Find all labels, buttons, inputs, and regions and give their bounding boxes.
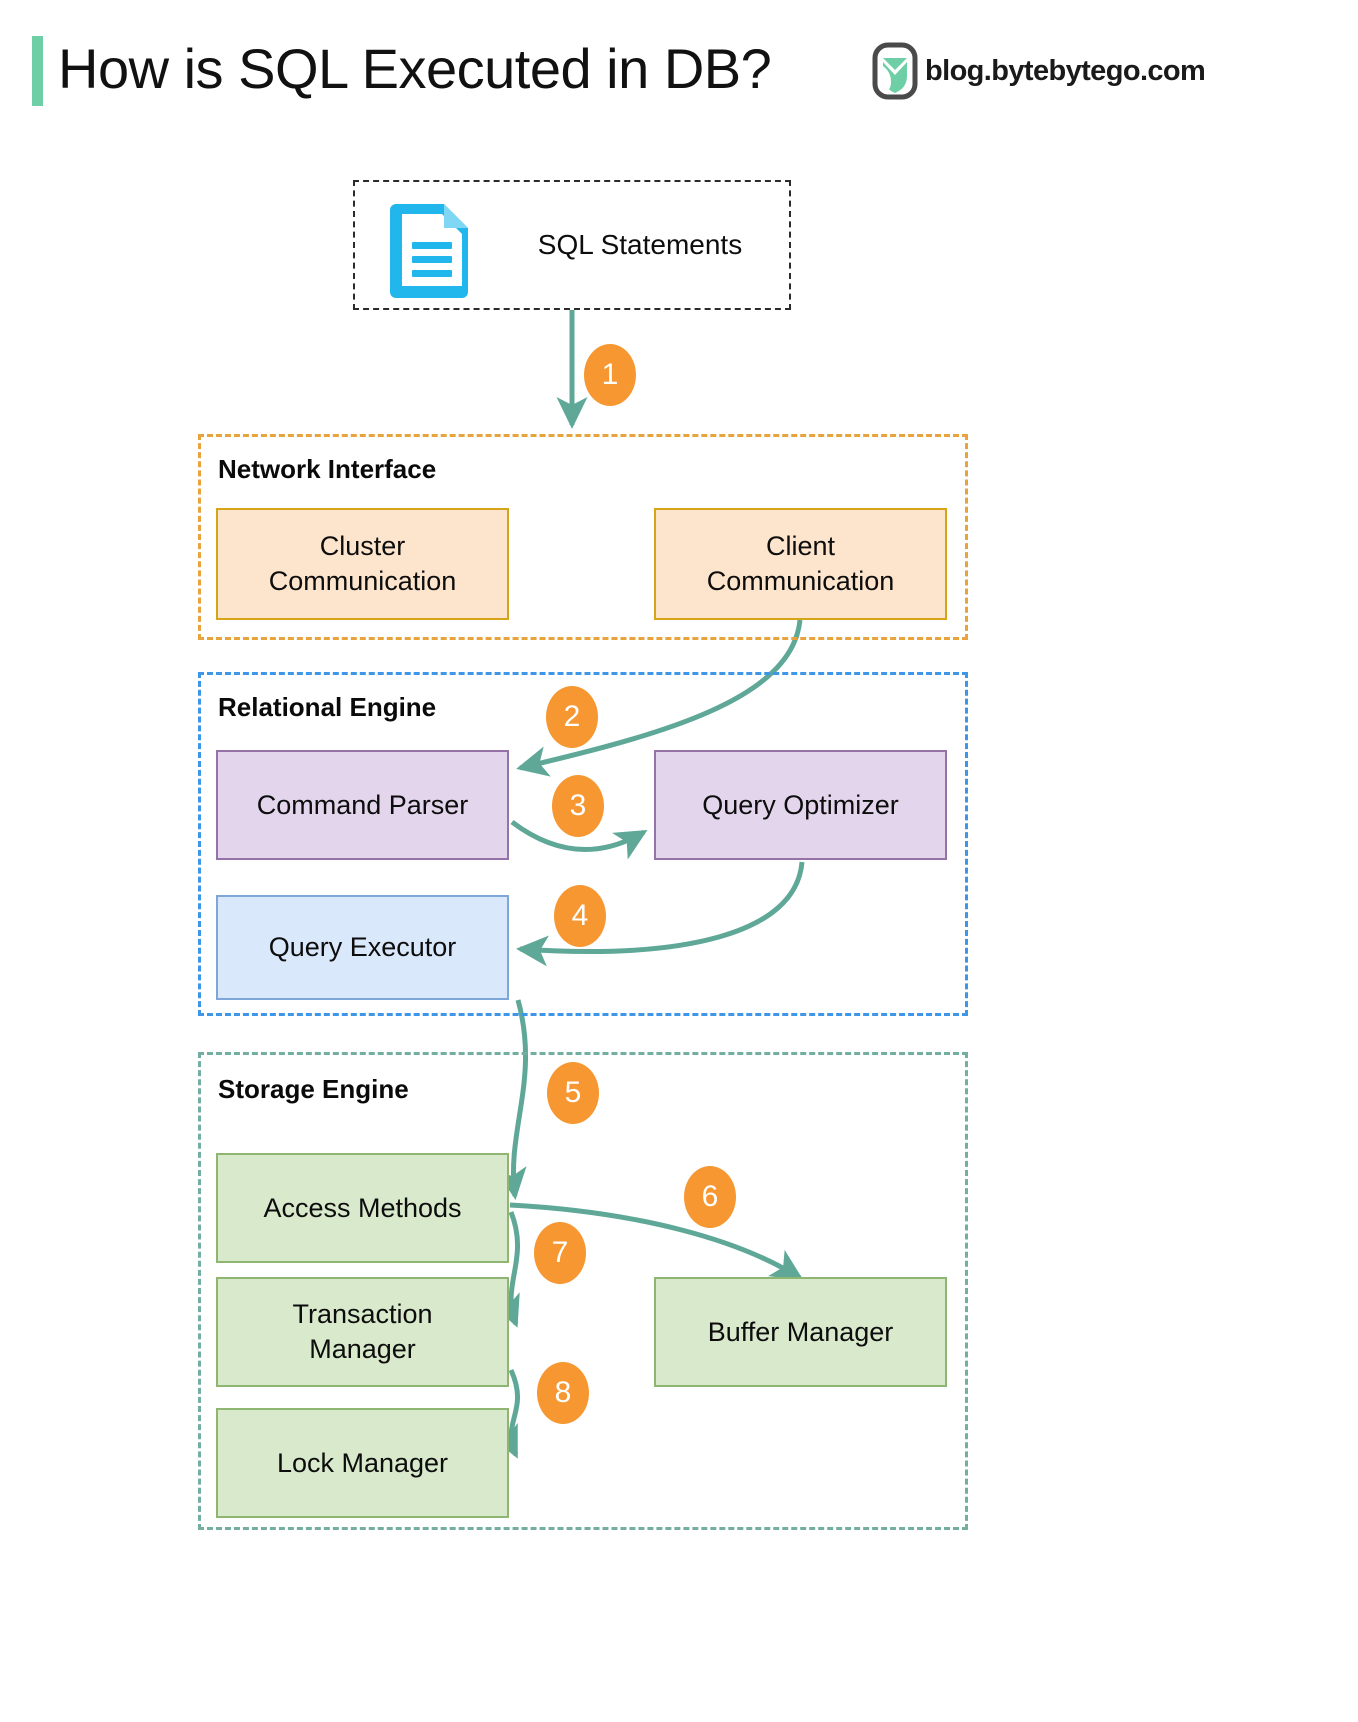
brand-text: blog.bytebytego.com [925, 54, 1206, 87]
sql-statements-label: SQL Statements [537, 229, 743, 260]
step-badge-5: 5 [547, 1062, 599, 1124]
node-lock-manager[interactable]: Lock Manager [216, 1408, 509, 1518]
node-query-optimizer[interactable]: Query Optimizer [654, 750, 947, 860]
document-icon [390, 204, 468, 298]
bytebytego-logo-icon [872, 42, 918, 100]
group-relational-engine [198, 672, 968, 1016]
node-client-communication[interactable]: Client Communication [654, 508, 947, 620]
step-badge-3: 3 [552, 775, 604, 837]
node-buffer-manager[interactable]: Buffer Manager [654, 1277, 947, 1387]
group-label-relational-engine: Relational Engine [218, 692, 437, 722]
step-badge-2: 2 [546, 686, 598, 748]
brand: blog.bytebytego.com [872, 40, 1206, 102]
group-label-network-interface: Network Interface [218, 454, 437, 484]
node-command-parser[interactable]: Command Parser [216, 750, 509, 860]
step-badge-8: 8 [537, 1362, 589, 1424]
node-transaction-manager[interactable]: Transaction Manager [216, 1277, 509, 1387]
step-badge-4: 4 [554, 885, 606, 947]
title-accent-bar [32, 36, 43, 106]
step-badge-1: 1 [584, 344, 636, 406]
group-label-storage-engine: Storage Engine [218, 1074, 409, 1104]
group-storage-engine [198, 1052, 968, 1530]
group-network-interface [198, 434, 968, 640]
node-query-executor[interactable]: Query Executor [216, 895, 509, 1000]
step-badge-7: 7 [534, 1222, 586, 1284]
node-access-methods[interactable]: Access Methods [216, 1153, 509, 1263]
node-cluster-communication[interactable]: Cluster Communication [216, 508, 509, 620]
header: How is SQL Executed in DB? blog.bytebyte… [0, 0, 1358, 140]
page-title: How is SQL Executed in DB? [58, 37, 772, 100]
step-badge-6: 6 [684, 1166, 736, 1228]
